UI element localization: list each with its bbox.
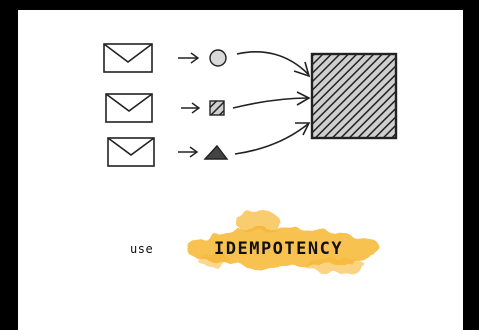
hatched-box-icon [310, 52, 398, 140]
triangle-icon [203, 144, 229, 160]
small-arrow-icon [178, 52, 200, 64]
small-arrow-icon [181, 102, 201, 114]
envelope-icon [103, 43, 153, 73]
curved-arrow-icon [234, 122, 311, 155]
curved-arrow-icon [236, 51, 311, 78]
envelope-icon [105, 93, 153, 123]
diagram-canvas [103, 43, 398, 274]
envelope-icon [107, 137, 155, 167]
highlight-splash [185, 210, 381, 274]
small-arrow-icon [178, 146, 199, 158]
diagram-slide: use IDEMPOTENCY [18, 10, 463, 330]
caption-prefix: use [130, 242, 154, 256]
caption-keyword: IDEMPOTENCY [214, 239, 344, 259]
circle-icon [209, 49, 227, 67]
curved-arrow-icon [232, 91, 311, 109]
square-icon [209, 100, 225, 116]
